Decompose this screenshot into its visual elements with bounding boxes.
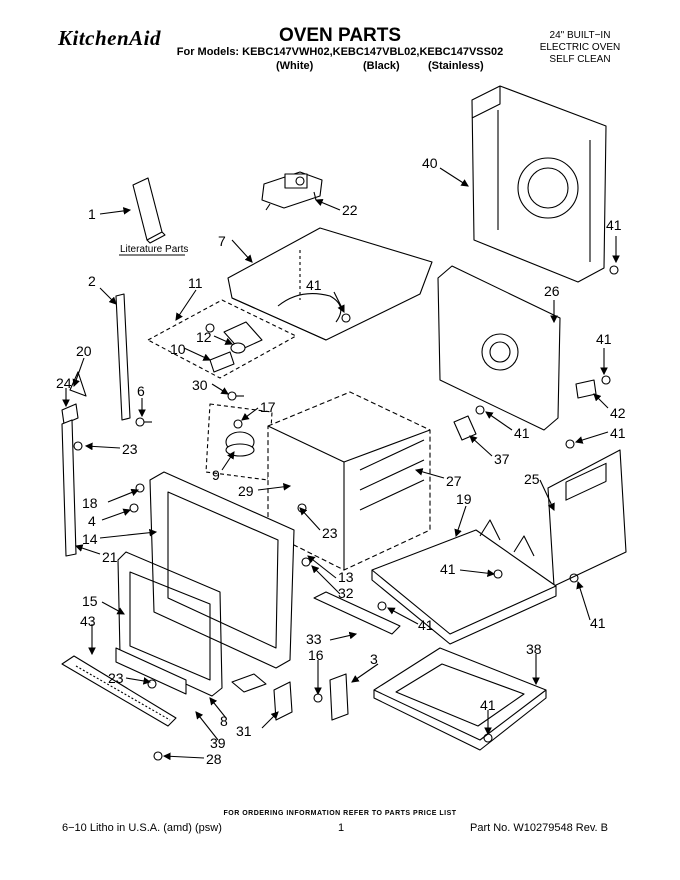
oven-type-line: ELECTRIC OVEN xyxy=(539,42,621,53)
part-connector xyxy=(230,342,246,354)
page-number: 1 xyxy=(338,822,345,834)
callout-43: 43 xyxy=(80,613,96,629)
callout-11: 11 xyxy=(188,275,203,291)
part-screw-30 xyxy=(227,391,244,401)
callout-39: 39 xyxy=(210,735,226,751)
part-clip-8 xyxy=(231,673,267,693)
part-screw-6 xyxy=(135,417,152,427)
part-door-frame xyxy=(149,471,295,669)
part-vent-strip xyxy=(313,591,401,635)
callout-1: 1 xyxy=(88,206,96,222)
part-vent-24 xyxy=(61,403,79,425)
part-broil-tray xyxy=(373,647,547,751)
callout-41: 41 xyxy=(514,425,530,441)
part-rear-panel xyxy=(471,85,607,283)
part-literature-book xyxy=(132,177,166,244)
part-trim-strip xyxy=(115,293,131,421)
callout-14: 14 xyxy=(82,531,98,547)
part-vertical-trim xyxy=(61,419,77,557)
callout-10: 10 xyxy=(170,341,186,357)
callout-labels: 1 7 22 40 41 2 11 41 26 20 12 10 41 24 6… xyxy=(56,155,626,767)
callout-25: 25 xyxy=(524,471,540,487)
part-side-plate xyxy=(437,265,561,431)
callout-12: 12 xyxy=(196,329,212,345)
callout-41: 41 xyxy=(440,561,456,577)
callout-42: 42 xyxy=(610,405,626,421)
part-bottom-panel xyxy=(371,519,557,645)
model-list: For Models: KEBC147VWH02,KEBC147VBL02,KE… xyxy=(176,46,504,58)
callout-37: 37 xyxy=(494,451,510,467)
callout-33: 33 xyxy=(306,631,322,647)
part-top-panel xyxy=(227,227,433,341)
part-bracket-42 xyxy=(575,379,597,399)
callout-31: 31 xyxy=(236,723,252,739)
callout-7: 7 xyxy=(218,233,226,249)
litho-info: 6−10 Litho in U.S.A. (amd) (psw) xyxy=(62,822,222,834)
callout-22: 22 xyxy=(342,202,358,218)
callout-8: 8 xyxy=(220,713,228,729)
callout-38: 38 xyxy=(526,641,542,657)
callout-23: 23 xyxy=(122,441,138,457)
callout-2: 2 xyxy=(88,273,96,289)
callout-26: 26 xyxy=(544,283,560,299)
oven-type-line: SELF CLEAN xyxy=(549,54,611,65)
variant-stainless: (Stainless) xyxy=(428,60,484,72)
variant-white: (White) xyxy=(276,60,314,72)
callout-41: 41 xyxy=(590,615,606,631)
part-vent-grille xyxy=(61,655,177,727)
exploded-parts-diagram: Literature Parts xyxy=(56,85,627,767)
callout-41: 41 xyxy=(480,697,496,713)
callout-41: 41 xyxy=(606,217,622,233)
callout-41: 41 xyxy=(418,617,434,633)
callout-23: 23 xyxy=(322,525,338,541)
callout-24: 24 xyxy=(56,375,72,391)
part-switch-assembly xyxy=(261,171,323,211)
page-title: OVEN PARTS xyxy=(278,25,402,46)
callout-3: 3 xyxy=(370,651,378,667)
callout-27: 27 xyxy=(446,473,462,489)
part-number: Part No. W10279548 Rev. B xyxy=(470,822,608,834)
part-door-bottom-39 xyxy=(115,647,187,695)
callout-30: 30 xyxy=(192,377,208,393)
callout-29: 29 xyxy=(238,483,254,499)
callout-4: 4 xyxy=(88,513,96,529)
literature-parts-label: Literature Parts xyxy=(120,244,188,255)
brand-logo: KitchenAid xyxy=(58,26,162,50)
callout-32: 32 xyxy=(338,585,354,601)
callout-41: 41 xyxy=(610,425,626,441)
callout-23: 23 xyxy=(108,670,124,686)
callout-41: 41 xyxy=(596,331,612,347)
callout-41: 41 xyxy=(306,277,322,293)
callout-6: 6 xyxy=(137,383,145,399)
callout-19: 19 xyxy=(456,491,472,507)
callout-9: 9 xyxy=(212,467,220,483)
callout-13: 13 xyxy=(338,569,354,585)
part-side-panel xyxy=(547,449,627,587)
ordering-info: FOR ORDERING INFORMATION REFER TO PARTS … xyxy=(223,810,457,817)
callout-17: 17 xyxy=(260,399,276,415)
oven-type: 24" BUILT−IN ELECTRIC OVEN SELF CLEAN xyxy=(520,30,640,66)
callout-18: 18 xyxy=(82,495,98,511)
part-gasket-37 xyxy=(453,415,477,441)
callout-20: 20 xyxy=(76,343,92,359)
callout-28: 28 xyxy=(206,751,222,767)
callout-15: 15 xyxy=(82,593,98,609)
part-bracket-3 xyxy=(329,673,349,721)
callout-16: 16 xyxy=(308,647,324,663)
callout-40: 40 xyxy=(422,155,438,171)
part-hinge-31 xyxy=(273,681,293,721)
callout-21: 21 xyxy=(102,549,118,565)
oven-type-line: 24" BUILT−IN xyxy=(549,30,611,41)
callout-leaders xyxy=(62,167,620,761)
part-thermal-fuse xyxy=(209,351,235,373)
fasteners xyxy=(73,265,619,761)
variant-black: (Black) xyxy=(363,60,400,72)
